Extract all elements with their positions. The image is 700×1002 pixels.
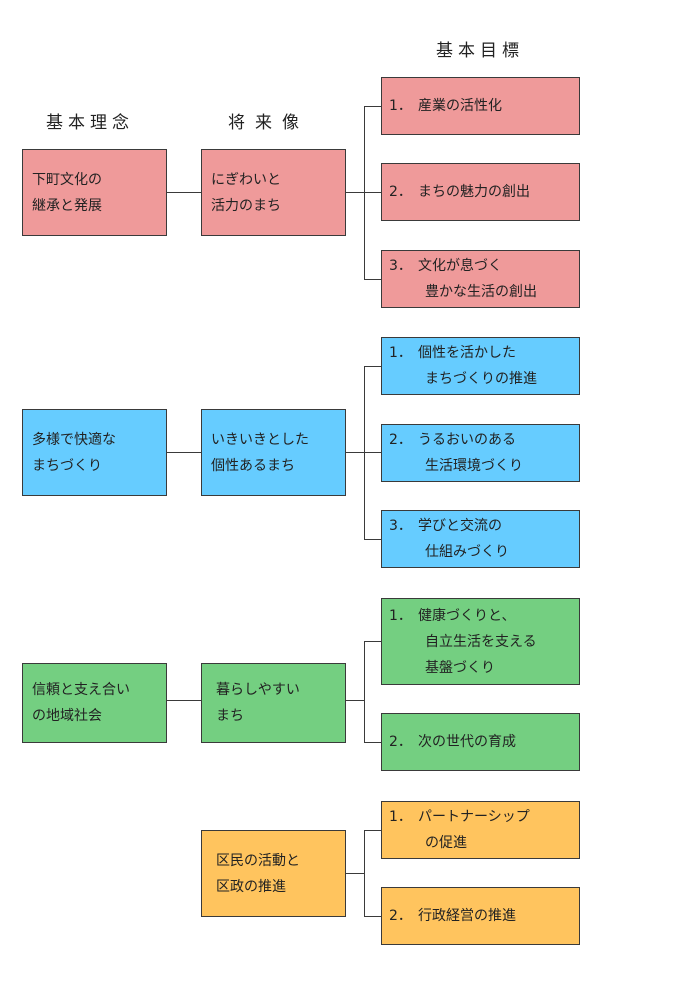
goal-text: 自立生活を支える xyxy=(425,633,537,650)
goal-text: 次の世代の育成 xyxy=(418,734,516,750)
vision-text: 活力のまち xyxy=(211,197,281,214)
goal-number: 2． xyxy=(389,432,412,448)
connector-line xyxy=(364,641,381,642)
philosophy-box: 下町文化の 継承と発展 xyxy=(22,149,167,236)
goal-box: 2． うるおいのある 生活環境づくり xyxy=(381,424,580,482)
goal-text: まちの魅力の創出 xyxy=(418,184,530,200)
vision-box: にぎわいと 活力のまち xyxy=(201,149,346,236)
goal-number: 1． xyxy=(389,809,412,825)
header-vision: 将来像 xyxy=(228,113,309,133)
goal-box: 2． 行政経営の推進 xyxy=(381,887,580,945)
goal-box: 1． パートナーシップ の促進 xyxy=(381,801,580,859)
goal-number: 3． xyxy=(389,518,412,534)
philosophy-text: 多様で快適な xyxy=(32,431,116,448)
goal-number: 3． xyxy=(389,258,412,274)
goal-text: うるおいのある xyxy=(418,432,516,448)
vision-text: まち xyxy=(216,708,244,724)
goal-box: 2． まちの魅力の創出 xyxy=(381,163,580,221)
connector-line xyxy=(167,452,201,453)
goal-text: まちづくりの推進 xyxy=(425,371,537,387)
philosophy-text: の地域社会 xyxy=(32,708,102,724)
goal-box: 2． 次の世代の育成 xyxy=(381,713,580,771)
vision-text: 暮らしやすい xyxy=(216,682,300,698)
connector-line xyxy=(346,192,364,193)
connector-line xyxy=(364,916,381,917)
goal-text: 学びと交流の xyxy=(418,518,502,534)
connector-line xyxy=(364,641,365,742)
goal-box: 1． 個性を活かした まちづくりの推進 xyxy=(381,337,580,395)
connector-line xyxy=(167,192,201,193)
goal-text: 仕組みづくり xyxy=(425,544,509,560)
goal-number: 2． xyxy=(389,908,412,924)
goal-box: 1． 健康づくりと、 自立生活を支える 基盤づくり xyxy=(381,598,580,685)
goal-text: パートナーシップ xyxy=(418,809,530,825)
vision-box: 暮らしやすい まち xyxy=(201,663,346,743)
goal-text: 健康づくりと、 xyxy=(418,607,516,624)
connector-line xyxy=(346,700,364,701)
goal-box: 3． 学びと交流の 仕組みづくり xyxy=(381,510,580,568)
connector-line xyxy=(364,279,381,280)
connector-line xyxy=(364,830,365,916)
vision-text: 個性あるまち xyxy=(211,457,295,474)
connector-line xyxy=(346,452,364,453)
goal-number: 1． xyxy=(389,98,412,114)
connector-line xyxy=(364,192,381,193)
connector-line xyxy=(167,700,201,701)
philosophy-text: 下町文化の xyxy=(32,171,102,188)
goal-text: 基盤づくり xyxy=(425,659,495,676)
goal-text: 個性を活かした xyxy=(418,345,516,361)
vision-box: いきいきとした 個性あるまち xyxy=(201,409,346,496)
header-philosophy: 基本理念 xyxy=(46,113,134,133)
header-goals: 基本目標 xyxy=(436,41,524,61)
goal-text: 行政経営の推進 xyxy=(418,908,516,924)
goal-box: 3． 文化が息づく 豊かな生活の創出 xyxy=(381,250,580,308)
goal-text: の促進 xyxy=(425,835,467,851)
connector-line xyxy=(346,873,364,874)
philosophy-box: 多様で快適な まちづくり xyxy=(22,409,167,496)
goal-text: 豊かな生活の創出 xyxy=(425,284,537,300)
vision-text: いきいきとした xyxy=(211,431,309,448)
philosophy-text: 継承と発展 xyxy=(32,197,102,214)
connector-line xyxy=(364,742,381,743)
philosophy-box: 信頼と支え合い の地域社会 xyxy=(22,663,167,743)
goal-number: 1． xyxy=(389,607,412,624)
vision-text: 区民の活動と xyxy=(216,852,300,869)
goal-box: 1． 産業の活性化 xyxy=(381,77,580,135)
connector-line xyxy=(364,539,381,540)
goal-text: 産業の活性化 xyxy=(418,98,502,114)
goal-number: 1． xyxy=(389,345,412,361)
connector-line xyxy=(364,106,381,107)
connector-line xyxy=(364,366,381,367)
vision-text: 区政の推進 xyxy=(216,878,286,895)
connector-line xyxy=(364,830,381,831)
goal-text: 文化が息づく xyxy=(418,258,502,274)
vision-text: にぎわいと xyxy=(211,171,281,188)
philosophy-text: 信頼と支え合い xyxy=(32,682,130,698)
goal-number: 2． xyxy=(389,734,412,750)
goal-number: 2． xyxy=(389,184,412,200)
connector-line xyxy=(364,452,381,453)
vision-box: 区民の活動と 区政の推進 xyxy=(201,830,346,917)
goal-text: 生活環境づくり xyxy=(425,458,523,474)
philosophy-text: まちづくり xyxy=(32,457,102,474)
